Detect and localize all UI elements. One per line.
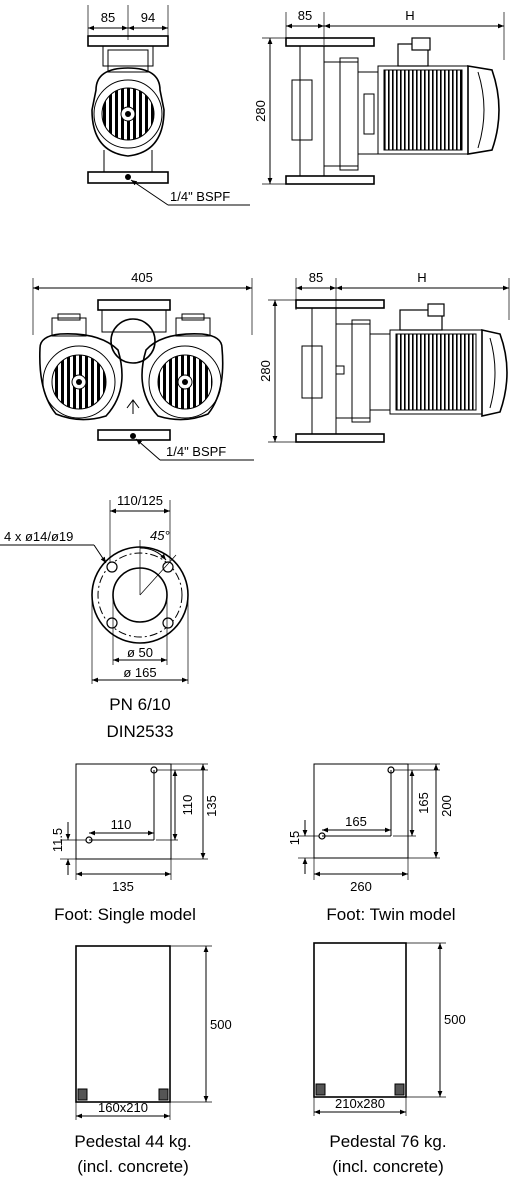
dim-label: 15 — [287, 831, 302, 845]
pedestal-caption: (incl. concrete) — [77, 1157, 188, 1176]
dim-label: 94 — [141, 10, 155, 25]
twin-pump-side-view: 85 H 280 — [258, 270, 510, 443]
pedestal-body — [75, 945, 171, 1103]
dim-label: 135 — [112, 879, 134, 894]
dim-label: H — [417, 270, 426, 285]
flange-view: 110/125 45° 4 x ø14/ø19 ø 50 ø 165 PN 6/… — [0, 493, 189, 741]
pedestal-single: 500 160x210 Pedestal 44 kg. (incl. concr… — [74, 945, 232, 1176]
dim-label: 110 — [180, 795, 195, 816]
twin-outlet — [110, 318, 156, 364]
dim-label: 200 — [439, 795, 454, 817]
callout-label: 1/4" BSPF — [170, 189, 230, 204]
dim-label: 165 — [345, 814, 367, 829]
dim-label: 135 — [204, 795, 219, 817]
dim-label: 405 — [131, 270, 153, 285]
dim-label: 110/125 — [117, 493, 163, 508]
flange-caption: DIN2533 — [106, 722, 173, 741]
dim-label: 160x210 — [98, 1100, 148, 1115]
motor-fins — [395, 333, 477, 411]
drain-plug-icon — [130, 433, 136, 439]
drain-plug-icon — [125, 174, 131, 180]
pedestal-body — [313, 942, 407, 1098]
single-pump-side-view: 85 H 280 — [253, 8, 505, 185]
dim-label: 11.5 — [50, 828, 65, 852]
foot-plate — [75, 763, 172, 860]
dim-label: 260 — [350, 879, 372, 894]
bottom-flange — [87, 171, 169, 184]
pedestal-caption: Pedestal 44 kg. — [74, 1132, 191, 1151]
dim-label: 210x280 — [335, 1096, 385, 1111]
dim-label: 110 — [111, 817, 132, 832]
pedestal-caption: (incl. concrete) — [332, 1157, 443, 1176]
pedestal-caption: Pedestal 76 kg. — [329, 1132, 446, 1151]
flow-arrow-icon — [126, 399, 140, 414]
flange-caption: PN 6/10 — [109, 695, 170, 714]
dim-label: 500 — [444, 1012, 466, 1027]
foot-plate — [313, 763, 409, 859]
foot-single-model: 110 135 110 11.5 135 Foot: Single model — [50, 763, 219, 924]
dim-label: 500 — [210, 1017, 232, 1032]
motor-fins — [383, 69, 463, 151]
foot-twin-model: 165 200 165 15 260 Foot: Twin model — [287, 763, 456, 924]
dim-label: ø 50 — [127, 645, 153, 660]
foot-caption: Foot: Single model — [54, 905, 196, 924]
dim-label: ø 165 — [123, 665, 156, 680]
dim-label: 280 — [258, 360, 273, 382]
callout-label: 1/4" BSPF — [166, 444, 226, 459]
angle-label: 45° — [150, 528, 170, 543]
single-pump-front-view: 85 94 1/4" BSPF — [87, 5, 250, 206]
dim-label: H — [405, 8, 414, 23]
dim-label: 280 — [253, 100, 268, 122]
dim-label: 85 — [298, 8, 312, 23]
twin-pump-front-view: 405 1/4" BSPF — [32, 270, 254, 461]
pedestal-twin: 500 210x280 Pedestal 76 kg. (incl. concr… — [313, 942, 466, 1176]
dim-label: 165 — [416, 792, 431, 814]
dim-label: 85 — [101, 10, 115, 25]
foot-caption: Foot: Twin model — [326, 905, 455, 924]
bolt-label: 4 x ø14/ø19 — [4, 529, 73, 544]
dim-label: 85 — [309, 270, 323, 285]
